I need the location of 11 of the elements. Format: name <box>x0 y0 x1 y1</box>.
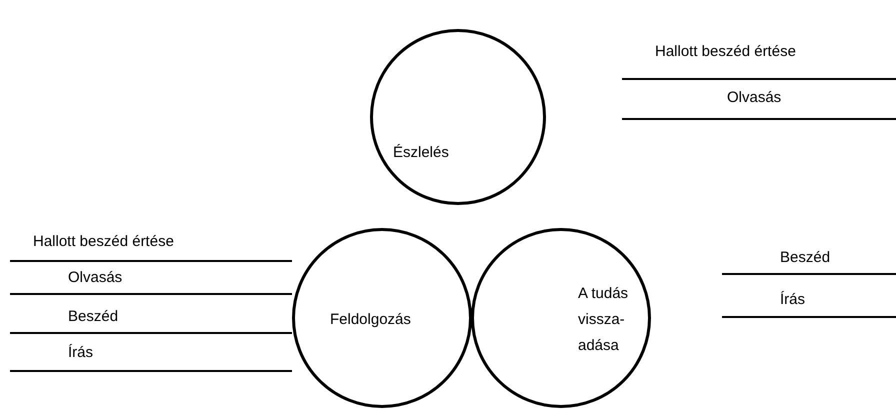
list-label: Írás <box>68 343 94 363</box>
list-label: Olvasás <box>68 268 122 288</box>
circle-label: Észlelés <box>393 143 450 163</box>
list-label: Hallott beszéd értése <box>655 42 796 62</box>
circle-label: Feldolgozás <box>330 310 412 330</box>
list-label: Írás <box>780 290 806 310</box>
list-label: Beszéd <box>780 248 830 268</box>
list-label: Olvasás <box>727 88 782 108</box>
circle-label: A tudás vissza- adása <box>578 284 630 356</box>
list-label: Hallott beszéd értése <box>33 232 174 252</box>
list-label: Beszéd <box>68 307 118 327</box>
